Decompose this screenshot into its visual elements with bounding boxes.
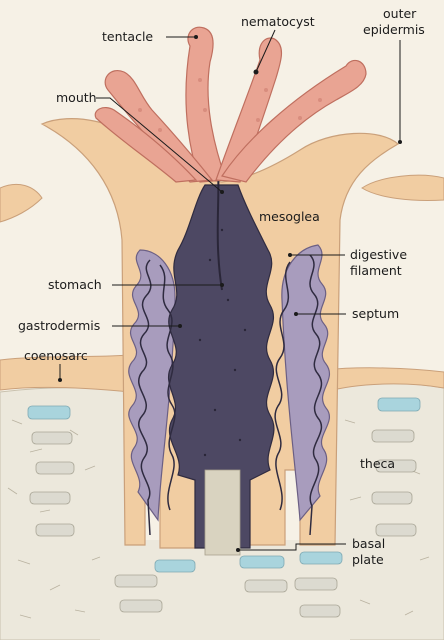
label-septum: septum	[352, 306, 399, 321]
label-coenosarc: coenosarc	[24, 348, 88, 363]
leader-dot-basal-plate	[236, 548, 240, 552]
label-theca: theca	[360, 456, 395, 471]
label-stomach: stomach	[48, 277, 102, 292]
leader-dot-coenosarc	[58, 378, 62, 382]
stomach-speckles	[198, 228, 247, 457]
leader-dot-gastrodermis	[178, 324, 182, 328]
calcium-plates	[27, 397, 421, 573]
nematocyst-dots	[138, 69, 322, 132]
coenosarc-right-top	[361, 174, 444, 201]
label-mouth: mouth	[56, 90, 97, 105]
leader-dot-septum	[294, 312, 298, 316]
label-digestive-filament-line1: digestive	[350, 247, 407, 262]
leader-dot-outer-epidermis	[398, 140, 402, 144]
label-nematocyst: nematocyst	[241, 14, 315, 29]
coenosarc-left	[0, 183, 43, 223]
label-outer-epidermis-line1: outer	[383, 6, 417, 21]
label-basal-plate-line2: plate	[352, 552, 384, 567]
label-mesoglea: mesoglea	[259, 209, 320, 224]
leader-mouth	[96, 97, 223, 193]
leader-dot-stomach	[220, 283, 224, 287]
leader-nematocyst	[255, 29, 276, 73]
stomach-cavity	[167, 184, 275, 549]
leader-dot-mouth	[220, 190, 224, 194]
label-gastrodermis: gastrodermis	[18, 318, 100, 333]
leader-dot-digestive-filament	[288, 253, 292, 257]
tentacles	[94, 26, 367, 183]
label-tentacle: tentacle	[102, 29, 153, 44]
skeleton-plates	[29, 429, 417, 618]
leader-basal-plate	[238, 543, 346, 551]
central-channel	[204, 469, 241, 556]
label-digestive-filament-line2: filament	[350, 263, 402, 278]
gastrodermis-lines	[138, 254, 323, 536]
leader-dot-tentacle	[194, 35, 198, 39]
label-basal-plate-line1: basal	[352, 536, 385, 551]
labels: tentacle nematocyst outer epidermis mout…	[18, 6, 425, 567]
label-outer-epidermis-line2: epidermis	[363, 22, 425, 37]
